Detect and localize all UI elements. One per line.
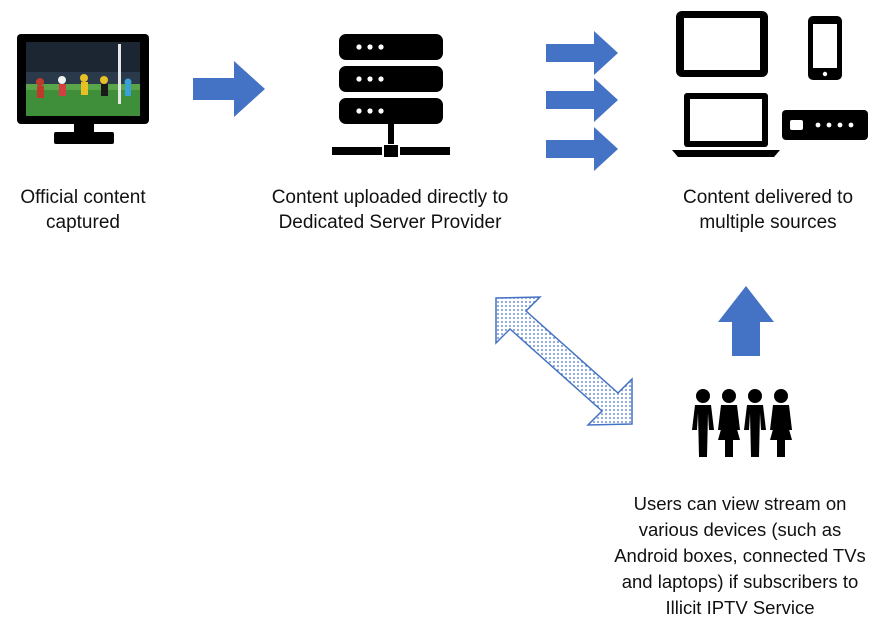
laptop-icon (672, 93, 780, 157)
label-line: Official content (20, 187, 146, 208)
label-line: captured (46, 212, 120, 233)
label-line: various devices (such as (638, 519, 842, 540)
label-line: Android boxes, connected TVs (614, 545, 866, 566)
server-icon (332, 34, 450, 157)
label-official-content-captured: Official content captured (0, 185, 166, 235)
label-line: Illicit IPTV Service (665, 597, 815, 618)
set-top-box-icon (782, 110, 868, 140)
label-line: Users can view stream on (633, 493, 847, 514)
label-line: multiple sources (699, 212, 837, 233)
arrow-up-to-devices (718, 286, 774, 356)
arrow-to-server (193, 61, 265, 117)
phone-icon (808, 16, 842, 80)
label-line: Content uploaded directly to (271, 187, 509, 208)
arrow-to-devices-2 (546, 78, 618, 122)
label-content-delivered: Content delivered to multiple sources (650, 185, 886, 235)
label-users-can-view: Users can view stream on various devices… (590, 491, 890, 621)
label-line: and laptops) if subscribers to (621, 571, 859, 592)
arrow-to-devices-3 (546, 127, 618, 171)
people-icon (692, 389, 792, 457)
label-line: Dedicated Server Provider (278, 212, 502, 233)
bidirectional-arrow (495, 296, 633, 426)
monitor-icon (17, 34, 149, 144)
label-content-uploaded: Content uploaded directly to Dedicated S… (240, 185, 540, 235)
label-line: Content delivered to (682, 187, 854, 208)
tablet-icon (676, 11, 768, 77)
arrow-to-devices-1 (546, 31, 618, 75)
